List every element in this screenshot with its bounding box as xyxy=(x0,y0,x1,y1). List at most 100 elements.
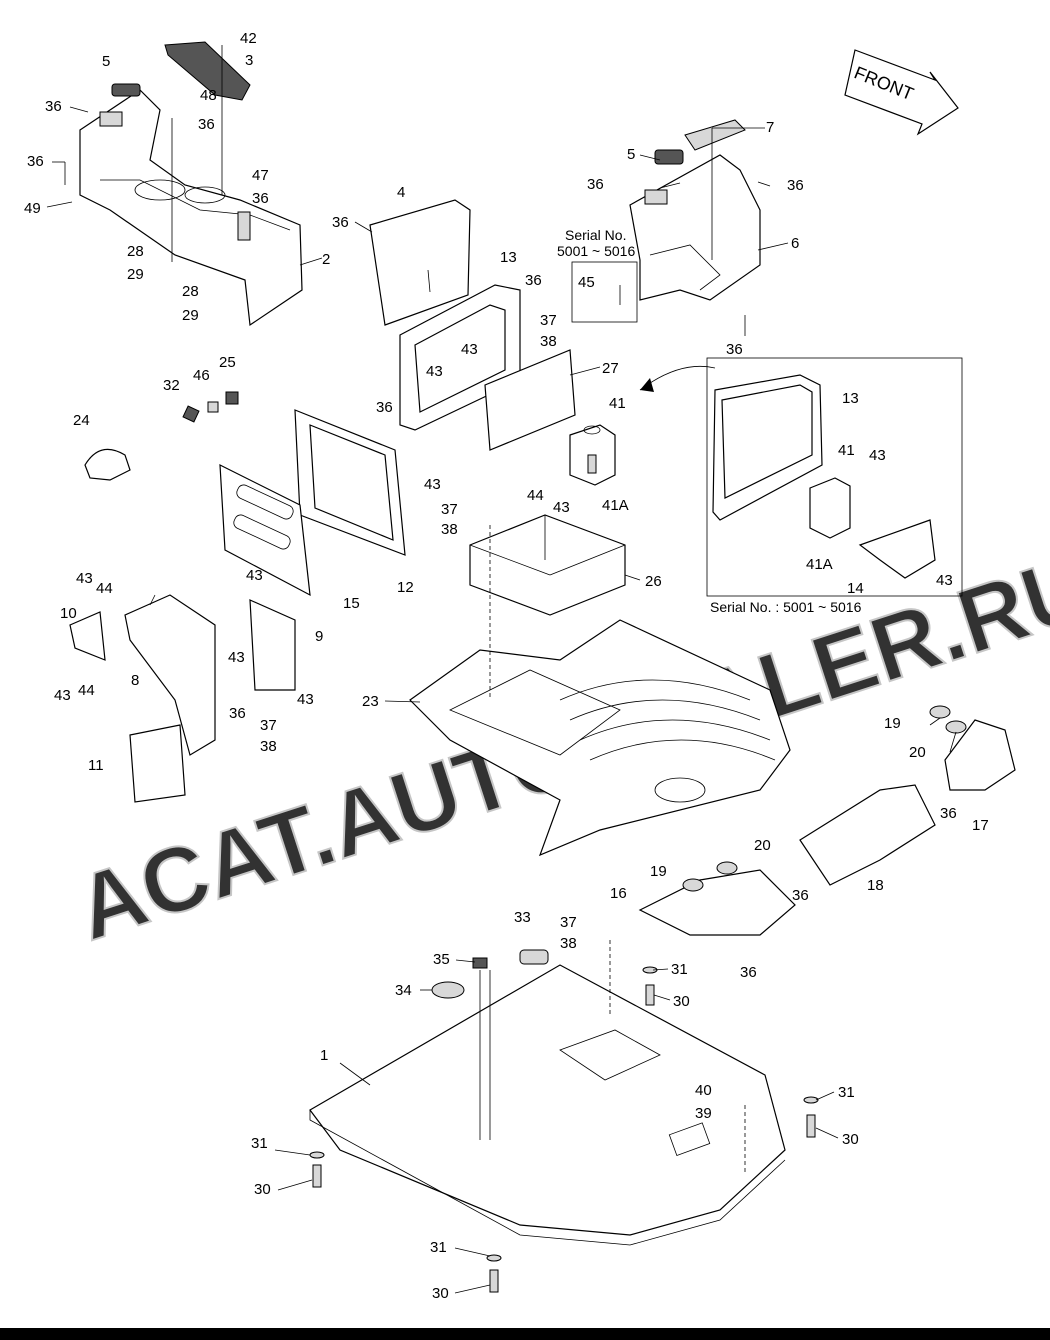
callout: 24 xyxy=(73,412,90,429)
callout: 26 xyxy=(645,573,662,590)
callout: 38 xyxy=(540,333,557,350)
callout: 46 xyxy=(193,367,210,384)
callout: 45 xyxy=(578,274,595,291)
callout: 3 xyxy=(245,52,253,69)
callout: 43 xyxy=(228,649,245,666)
callout: 1 xyxy=(320,1047,328,1064)
front-direction-arrow: FRONT xyxy=(844,49,959,136)
callout: 17 xyxy=(972,817,989,834)
callout: 39 xyxy=(695,1105,712,1122)
callout: 38 xyxy=(441,521,458,538)
part-16-duct xyxy=(638,869,796,936)
callout: 6 xyxy=(791,235,799,252)
callout: 47 xyxy=(252,167,269,184)
callout: 19 xyxy=(650,863,667,880)
callout: 2 xyxy=(322,251,330,268)
callout: 36 xyxy=(787,177,804,194)
part-41-tank xyxy=(569,424,616,486)
callout: 43 xyxy=(936,572,953,589)
callout: 32 xyxy=(163,377,180,394)
callout: 43 xyxy=(297,691,314,708)
detail-inset: Serial No. : 5001 ~ 5016 xyxy=(639,357,963,615)
part-34-grommet xyxy=(431,981,465,999)
detail-serial-caption: Serial No. : 5001 ~ 5016 xyxy=(710,599,862,615)
callout: 14 xyxy=(847,580,864,597)
part-20-ring-b xyxy=(716,861,738,875)
callout: 31 xyxy=(671,961,688,978)
callout: 43 xyxy=(424,476,441,493)
callout-labels: 42 3 5 48 36 36 36 49 47 36 28 29 28 29 … xyxy=(24,30,989,1302)
part-24-knob xyxy=(84,448,131,481)
part-11-cover xyxy=(129,724,186,803)
callout: 8 xyxy=(131,672,139,689)
callout: 36 xyxy=(525,272,542,289)
callout: 36 xyxy=(740,964,757,981)
callout: 38 xyxy=(260,738,277,755)
callout: 41 xyxy=(609,395,626,412)
callout: 16 xyxy=(610,885,627,902)
callout: 13 xyxy=(842,390,859,407)
callout: 43 xyxy=(246,567,263,584)
serial-range-label: 5001 ~ 5016 xyxy=(557,243,635,259)
parts-32-46-25 xyxy=(182,391,239,423)
callout: 11 xyxy=(88,757,104,774)
callout: 37 xyxy=(540,312,557,329)
callout: 30 xyxy=(673,993,690,1010)
callout: 37 xyxy=(560,914,577,931)
part-9-cover xyxy=(249,599,296,691)
callout: 31 xyxy=(838,1084,855,1101)
callout: 48 xyxy=(200,87,217,104)
callout: 29 xyxy=(182,307,199,324)
callout: 44 xyxy=(96,580,113,597)
part-26-box xyxy=(469,514,626,616)
callout: 43 xyxy=(54,687,71,704)
callout: 43 xyxy=(869,447,886,464)
callout: 36 xyxy=(45,98,62,115)
callout: 18 xyxy=(867,877,884,894)
callout: 40 xyxy=(695,1082,712,1099)
callout: 43 xyxy=(76,570,93,587)
part-12-plate xyxy=(294,409,406,556)
callout: 36 xyxy=(332,214,349,231)
callout: 30 xyxy=(842,1131,859,1148)
callout: 7 xyxy=(766,119,774,136)
callout: 33 xyxy=(514,909,531,926)
callout: 37 xyxy=(441,501,458,518)
callout: 36 xyxy=(198,116,215,133)
callout: 9 xyxy=(315,628,323,645)
bolts-30-31 xyxy=(309,966,819,1293)
part-19-ring-b xyxy=(682,878,704,892)
callout: 15 xyxy=(343,595,360,612)
part-8-bracket xyxy=(124,594,216,756)
part-6-right-console xyxy=(629,119,761,301)
callout: 27 xyxy=(602,360,619,377)
callout: 13 xyxy=(500,249,517,266)
callout: 36 xyxy=(252,190,269,207)
callout: 36 xyxy=(27,153,44,170)
part-10-bracket xyxy=(69,611,106,661)
callout: 30 xyxy=(432,1285,449,1302)
callout: 19 xyxy=(884,715,901,732)
callout: 20 xyxy=(909,744,926,761)
bottom-border xyxy=(0,1328,1050,1340)
part-35-clip xyxy=(472,957,488,969)
part-18-duct xyxy=(799,784,936,886)
callout: 43 xyxy=(426,363,443,380)
callout: 41A xyxy=(806,556,833,573)
callout: 41A xyxy=(602,497,629,514)
callout: 10 xyxy=(60,605,77,622)
callout: 44 xyxy=(527,487,544,504)
part-27-panel xyxy=(484,349,576,451)
callout: 37 xyxy=(260,717,277,734)
callout: 43 xyxy=(553,499,570,516)
serial-note-45: Serial No. 5001 ~ 5016 xyxy=(557,227,638,323)
callout: 44 xyxy=(78,682,95,699)
callout: 31 xyxy=(251,1135,268,1152)
callout: 36 xyxy=(229,705,246,722)
callout: 31 xyxy=(430,1239,447,1256)
callout: 28 xyxy=(127,243,144,260)
callout: 5 xyxy=(627,146,635,163)
callout: 49 xyxy=(24,200,41,217)
callout: 30 xyxy=(254,1181,271,1198)
